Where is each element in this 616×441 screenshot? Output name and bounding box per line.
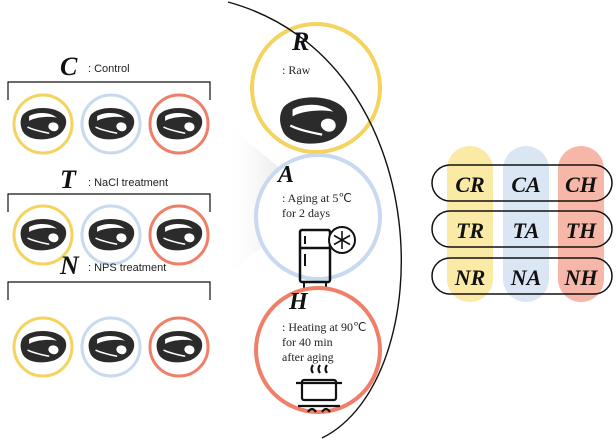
sample-matrix: CR CA CH TR TA TH NR NA NH [431, 146, 613, 302]
meat-steak-icon [155, 330, 203, 364]
matrix-cell: NA [510, 265, 542, 290]
matrix-cell: TH [566, 218, 597, 243]
meat-steak-icon [155, 107, 203, 141]
meat-steak-icon [87, 107, 135, 141]
condition-heating: H : Heating at 90℃ for 40 min after agin… [254, 286, 382, 414]
group-letter: C [60, 52, 78, 81]
condition-aging: A : Aging at 5℃ for 2 days [254, 153, 382, 288]
group-n: N : NPS treatment [7, 251, 211, 378]
sample-raw [12, 316, 74, 378]
matrix-cell: TR [456, 218, 484, 243]
sample-heating [148, 316, 210, 378]
meat-steak-icon [87, 330, 135, 364]
sample-raw [12, 204, 74, 266]
meat-steak-icon [19, 330, 67, 364]
sample-heating [148, 93, 210, 155]
refrigerator-icon [298, 226, 356, 288]
sample-raw [12, 93, 74, 155]
meat-steak-icon [19, 218, 67, 252]
condition-desc-line: : Aging at 5℃ [282, 191, 352, 205]
matrix-row-n [431, 257, 613, 295]
condition-letter: H [288, 289, 309, 315]
meat-steak-icon [155, 218, 203, 252]
condition-desc-line: : Heating at 90℃ [282, 320, 366, 334]
column-heating [558, 146, 604, 302]
snowflake-icon [333, 231, 351, 249]
condition-desc-line: for 40 min [282, 335, 333, 349]
group-c: C : Control [7, 52, 211, 155]
matrix-cell: NR [454, 265, 486, 290]
meat-steak-icon [87, 218, 135, 252]
condition-desc-line: after aging [282, 350, 334, 364]
sample-aging [80, 204, 142, 266]
sample-aging [80, 316, 142, 378]
group-label: : NaCl treatment [88, 177, 168, 189]
column-raw [447, 146, 493, 302]
group-bracket [7, 81, 211, 100]
condition-letter: A [276, 162, 294, 188]
group-bracket [7, 281, 211, 300]
matrix-cell: NH [564, 265, 599, 290]
matrix-row-c [431, 164, 613, 202]
sample-aging [80, 93, 142, 155]
condition-raw: R : Raw [250, 22, 382, 154]
condition-desc-line: for 2 days [282, 206, 330, 220]
group-label: : Control [88, 63, 130, 75]
group-letter: T [60, 165, 77, 194]
column-aging [503, 146, 549, 302]
group-letter: N [59, 251, 80, 280]
condition-desc-line: : Raw [282, 63, 311, 77]
condition-letter: R [291, 27, 309, 56]
matrix-cell: CH [565, 172, 598, 197]
group-t: T : NaCl treatment [7, 165, 211, 266]
group-bracket [7, 193, 211, 212]
sample-heating [148, 204, 210, 266]
cooking-pot-icon [296, 364, 342, 413]
boundary-arc [227, 1, 402, 439]
group-label: : NPS treatment [88, 262, 166, 274]
matrix-cell: CR [455, 172, 484, 197]
matrix-row-t [431, 210, 613, 248]
matrix-cell: TA [513, 218, 540, 243]
meat-steak-icon [19, 107, 67, 141]
matrix-cell: CA [511, 172, 540, 197]
